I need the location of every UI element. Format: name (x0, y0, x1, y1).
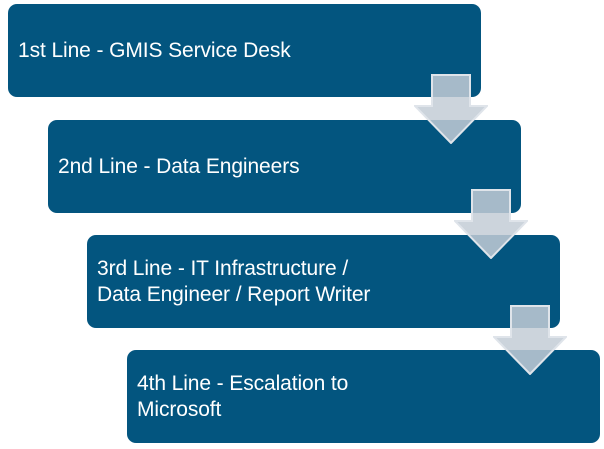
step-1-first-line: 1st Line - GMIS Service Desk (8, 4, 481, 97)
step-4-label: 4th Line - Escalation to Microsoft (137, 371, 349, 421)
step-3-label: 3rd Line - IT Infrastructure / Data Engi… (97, 256, 371, 306)
step-1-label: 1st Line - GMIS Service Desk (18, 38, 291, 62)
step-2-second-line: 2nd Line - Data Engineers (48, 120, 521, 213)
step-2-label: 2nd Line - Data Engineers (58, 154, 300, 178)
down-arrow-icon (454, 189, 528, 259)
down-arrow-icon (414, 74, 488, 144)
step-3-third-line: 3rd Line - IT Infrastructure / Data Engi… (87, 235, 560, 328)
down-arrow-icon (493, 305, 567, 375)
